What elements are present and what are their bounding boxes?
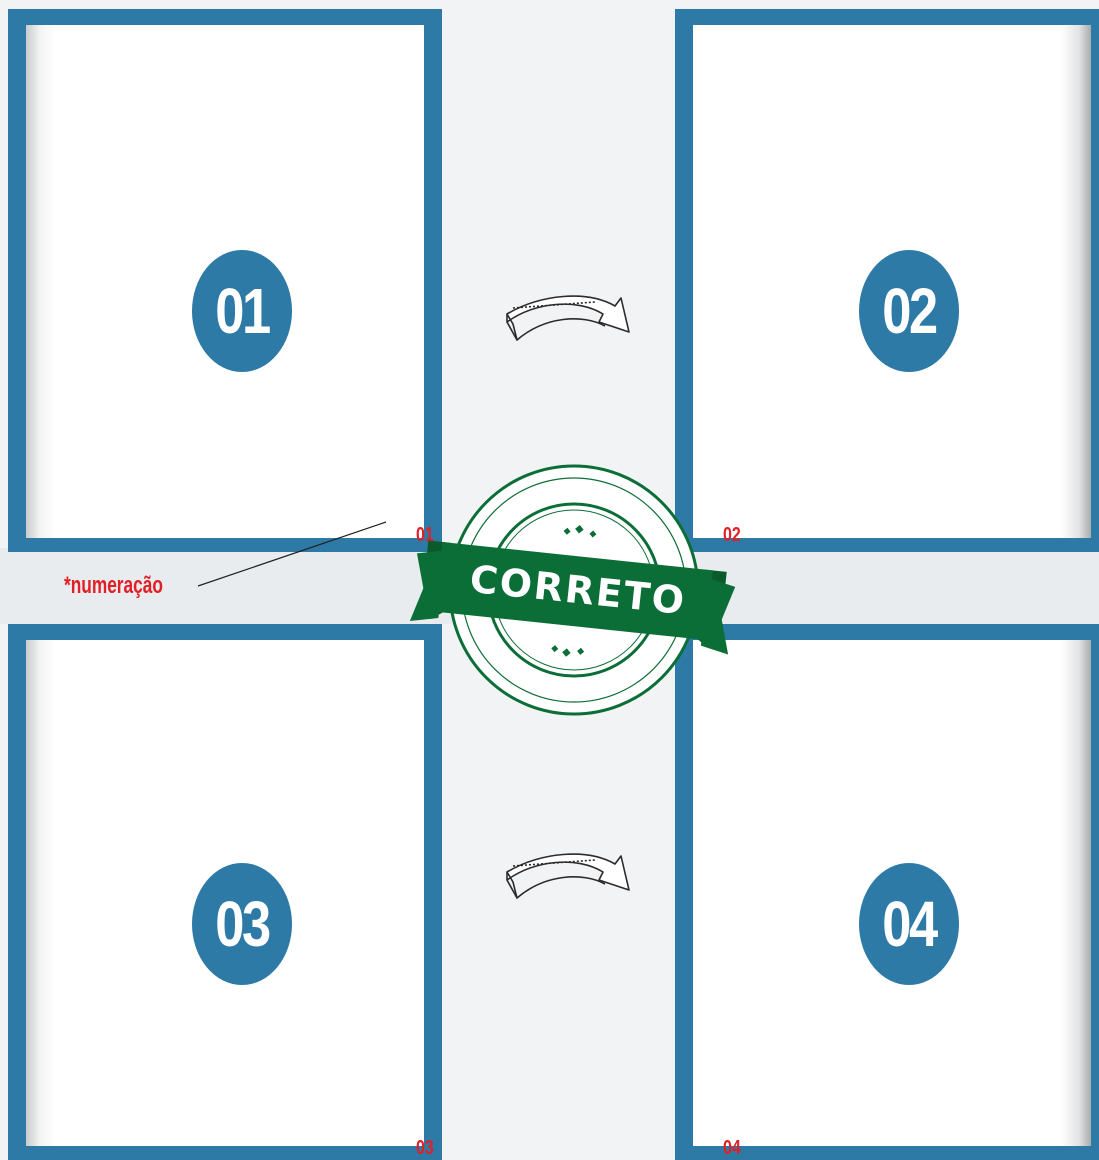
arrow-right-icon [507, 296, 629, 340]
annotation-leader-line [198, 522, 386, 586]
numbering-annotation: *numeração [64, 572, 163, 600]
arrow-right-icon [507, 854, 629, 898]
